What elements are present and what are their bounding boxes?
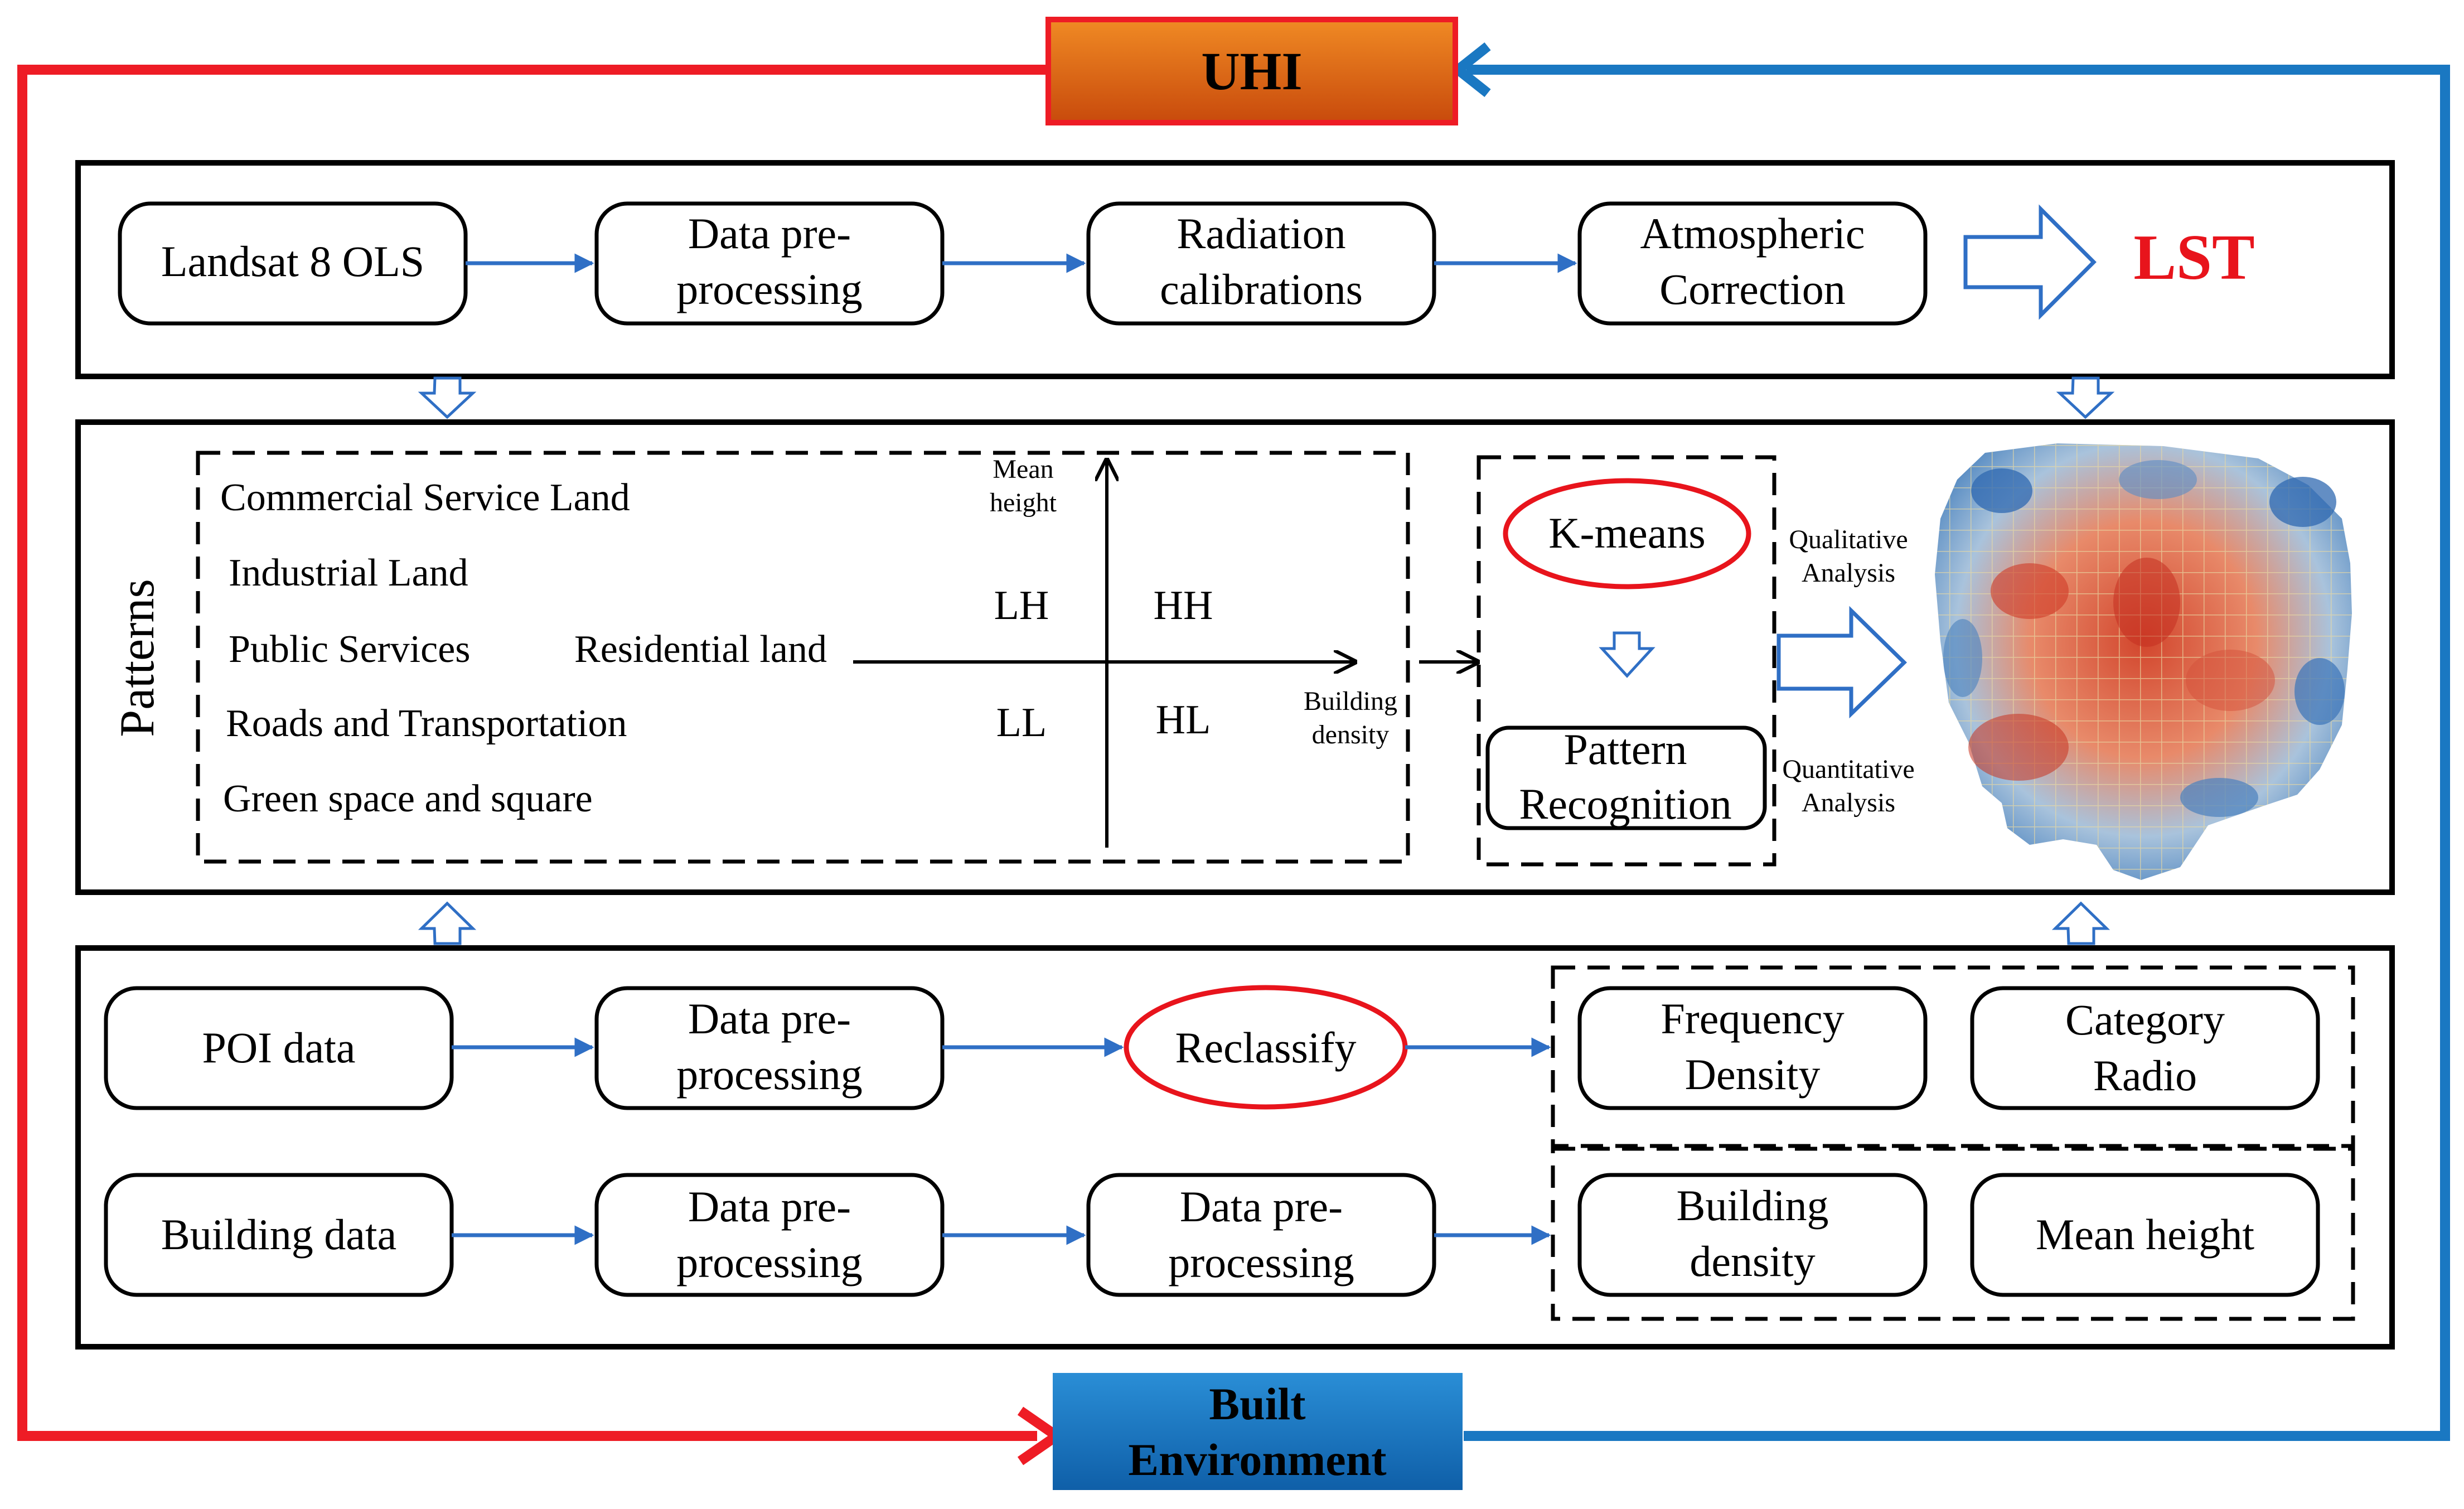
patterns-side-label: Patterns [110,579,164,737]
kmeans-label: K-means [1548,509,1706,557]
land-use-3: Public Services [229,628,471,671]
top-row-rad-l1-text: Radiation [1177,209,1345,258]
patterns-axis-y-l1-text: Mean [993,454,1053,484]
lst-hollow-arrow [1963,204,2097,320]
bottom-rows-cat-l2-text: Radio [2093,1051,2197,1100]
frequency-density-box [1577,986,1928,1110]
built-environment-panel: POI data Data pre- processing Reclassify… [75,945,2395,1350]
bottom-rows-bd-l1-text: Building [1676,1181,1828,1230]
pattern-recognition-box [1485,726,1767,830]
kmeans-ellipse [1503,478,1751,589]
patterns-panel: Patterns Commercial Service Land Industr… [75,419,2395,895]
bottom-rows-freq-l2-text: Density [1685,1050,1821,1099]
quadrant-ll: LL [996,700,1047,746]
patterns-pattern-l2-text: Recognition [1519,780,1731,828]
analysis-hollow-arrow [1776,606,1908,719]
top-row-atm-l1-text: Atmospheric [1640,209,1865,258]
bottom-rows-freq-l1-text: Frequency [1661,994,1844,1043]
category-radio-box [1970,986,2320,1110]
top-row-prep-l1-text: Data pre- [688,209,851,258]
patterns-axis-y-l2-text: height [990,488,1057,517]
uhi-label: UHI [1201,41,1302,101]
atmospheric-box [1577,201,1928,326]
kmeans-dashed-box [1477,455,1776,867]
built-label-line1: Built [1209,1379,1305,1429]
poi-metrics-dashed-box [1551,965,2355,1148]
lst-retrieval-panel: Landsat 8 OLS Data pre- processing Radia… [75,160,2395,379]
building-metrics-dashed-box [1551,1147,2355,1321]
top-row-rad-l2-text: calibrations [1160,265,1363,313]
top-row-prep-l2-text: processing [676,265,863,313]
bottom-rows-prep3-l2-text: processing [1168,1238,1354,1286]
lst-label: LST [2133,222,2254,293]
kmeans-down-arrow [1599,631,1655,678]
top-row-atm-l2-text: Correction [1659,265,1846,313]
bottom-rows-prep2-l1-text: Data pre- [688,1182,851,1231]
mean-height-label: Mean height [2036,1210,2254,1259]
bottom-rows-cat-l1-text: Category [2065,995,2225,1044]
up-arrow-left [418,901,477,945]
land-use-2: Industrial Land [229,552,468,594]
building-density-box [1577,1173,1928,1297]
bottom-rows-prep1-l2-text: processing [676,1050,863,1099]
patterns-axis-x-l2-text: density [1312,720,1390,749]
land-use-4: Roads and Transportation [226,702,627,745]
up-arrow-right [2051,901,2110,945]
building-data-label: Building data [161,1210,396,1259]
built-label-line2: Environment [1128,1434,1386,1485]
bottom-rows-prep1-l1-text: Data pre- [688,994,851,1043]
quadrant-hl: HL [1156,697,1211,743]
uhi-box: UHI [1045,17,1458,125]
patterns-pattern-l1-text: Pattern [1564,725,1687,773]
landsat-label: Landsat 8 OLS [161,237,424,286]
down-arrow-right [2056,376,2115,419]
bottom-rows-bd-l2-text: density [1690,1237,1815,1285]
reclassify-label: Reclassify [1175,1023,1357,1072]
mean-height-box [1970,1173,2320,1297]
residential-label: Residential land [574,628,827,671]
bottom-rows-prep2-l2-text: processing [676,1238,863,1286]
patterns-qual-l1-text: Qualitative [1789,525,1908,554]
down-arrow-left [418,376,477,419]
patterns-quant-l2-text: Analysis [1802,788,1895,818]
land-use-1: Commercial Service Land [220,476,630,519]
quadrant-hh: HH [1154,583,1213,628]
patterns-axis-x-l1-text: Building [1304,686,1397,716]
land-use-dashed-box [196,451,1410,864]
land-use-5: Green space and square [223,777,593,820]
quadrant-lh: LH [994,583,1049,628]
patterns-quant-l1-text: Quantitative [1782,754,1914,784]
lst-map [1935,443,2352,880]
poi-label: POI data [202,1023,355,1072]
patterns-qual-l2-text: Analysis [1802,558,1895,588]
built-environment-box: Built Environment [1053,1373,1463,1490]
bottom-rows-prep3-l1-text: Data pre- [1180,1182,1343,1231]
